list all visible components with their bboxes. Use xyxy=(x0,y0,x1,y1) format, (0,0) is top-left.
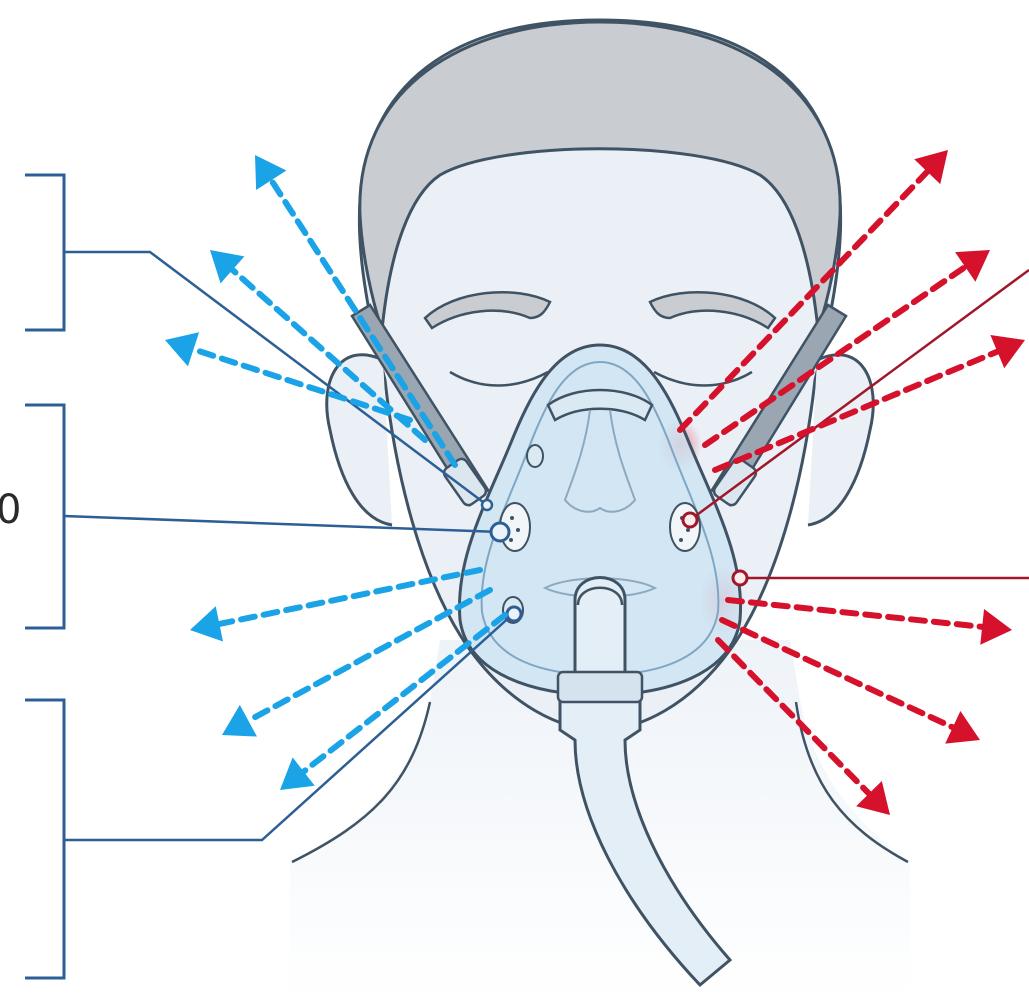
vent-right-dot-3 xyxy=(679,538,683,542)
exhale-arrow-4-head-icon xyxy=(980,609,1012,645)
bracket-middle-left xyxy=(25,405,64,628)
vent-right-dot-2 xyxy=(686,528,690,532)
ear-right xyxy=(808,355,873,525)
bracket-lower-left xyxy=(25,700,64,978)
vent-left-dot-2 xyxy=(516,528,520,532)
marker-lower-left xyxy=(507,607,521,621)
marker-upper-left xyxy=(482,500,492,510)
vent-left-dot-3 xyxy=(509,538,513,542)
hose-connector xyxy=(558,672,642,702)
inhale-arrow-5-head-icon xyxy=(222,705,257,737)
exhale-arrow-4-shaft xyxy=(728,600,982,627)
marker-lower-right xyxy=(733,571,747,585)
marker-upper-right xyxy=(683,513,697,527)
inhale-arrow-4-head-icon xyxy=(190,606,223,641)
ear-left xyxy=(327,355,392,525)
vent-left-dot-1 xyxy=(510,516,514,520)
inhale-arrow-3-head-icon xyxy=(165,332,199,366)
marker-middle-left xyxy=(491,523,509,541)
edge-label-fragment: 0 xyxy=(0,490,21,530)
vent-right xyxy=(670,503,700,551)
bracket-upper-left xyxy=(25,175,64,330)
port-upper-left xyxy=(527,445,543,467)
exhale-arrow-2-head-icon xyxy=(955,250,990,282)
inhale-arrow-6-head-icon xyxy=(280,757,315,790)
